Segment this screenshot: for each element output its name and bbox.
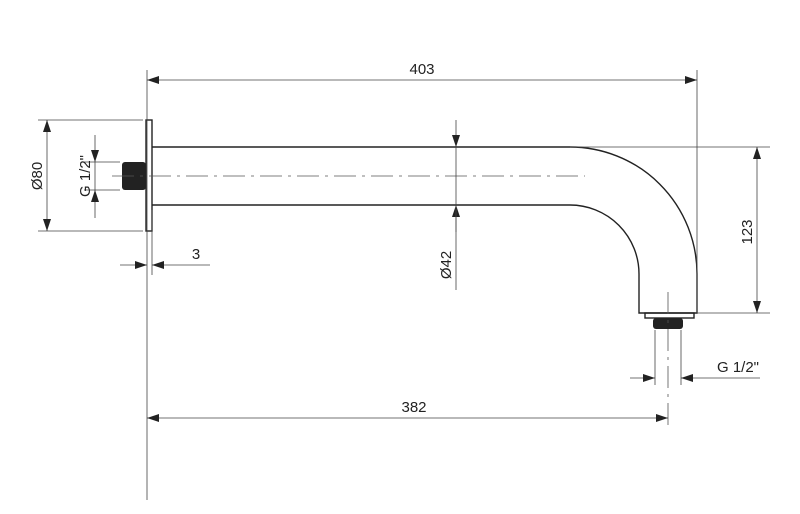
dimension-403: 403 — [147, 61, 697, 84]
extension-lines — [38, 70, 770, 500]
dimension-3: 3 — [120, 246, 210, 269]
outlet-plate — [644, 312, 695, 319]
dimension-outlet-thread: G 1/2" — [630, 359, 760, 382]
dimension-382: 382 — [147, 399, 668, 422]
dim-plate-thickness: 3 — [192, 246, 200, 263]
dim-outlet-thread: G 1/2" — [717, 359, 759, 376]
outlet-fitting — [653, 318, 683, 329]
dimension-123: 123 — [739, 147, 761, 313]
dim-drop-height: 123 — [739, 219, 756, 244]
shower-arm-outline — [112, 119, 698, 425]
dimension-diameter-80: Ø80 — [29, 120, 51, 231]
pipe-body — [152, 146, 698, 314]
dim-overall-length: 403 — [409, 61, 434, 78]
dim-inlet-thread: G 1/2" — [77, 155, 94, 197]
dimension-diameter-42: Ø42 — [438, 120, 460, 290]
dim-pipe-diameter: Ø42 — [438, 251, 455, 279]
dim-plate-diameter: Ø80 — [29, 162, 46, 190]
dim-projection: 382 — [401, 399, 426, 416]
dimension-inlet-thread: G 1/2" — [77, 135, 99, 218]
